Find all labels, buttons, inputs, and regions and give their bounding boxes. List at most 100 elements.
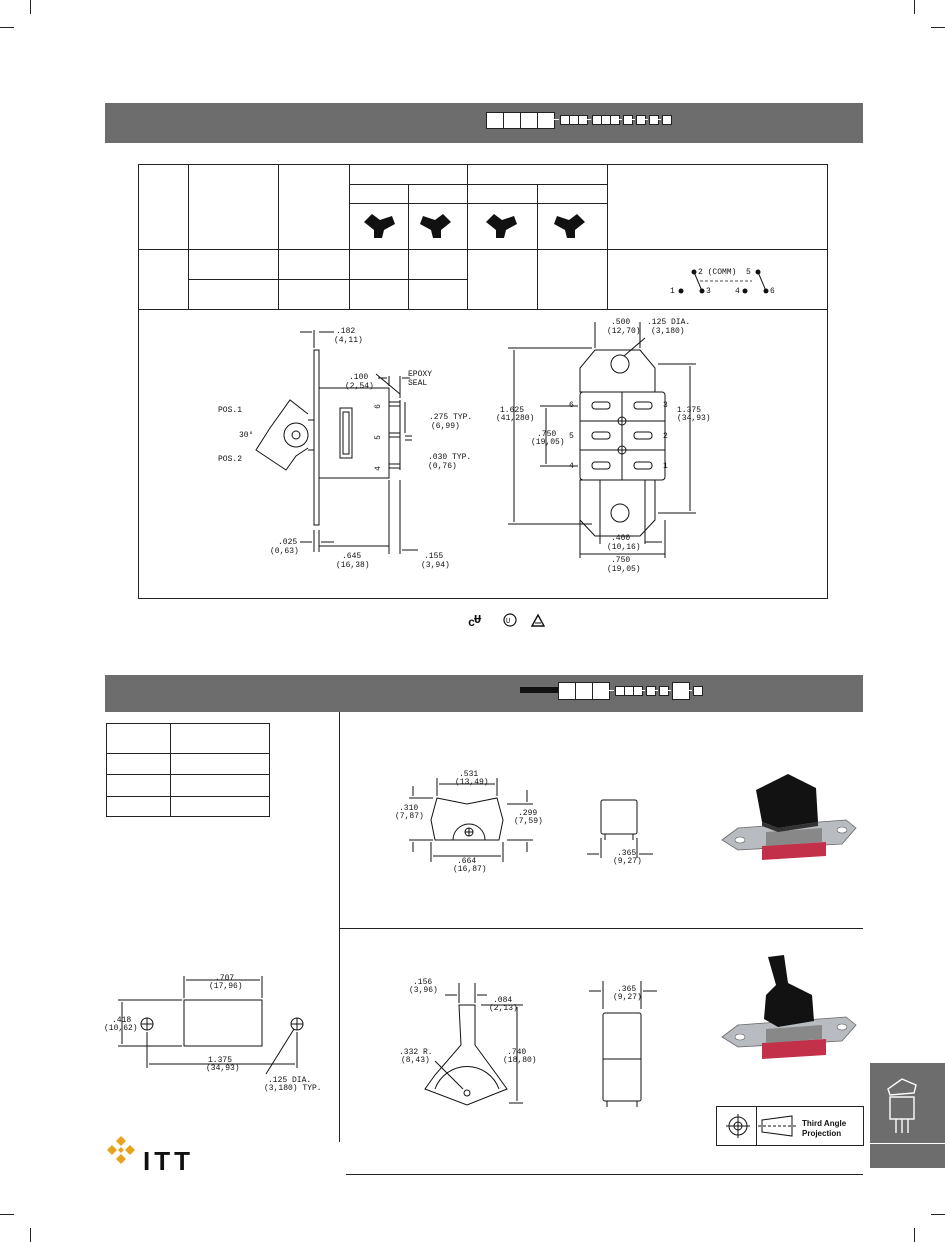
dim-1625-mm: (41,280)	[496, 414, 535, 423]
paddle-switch-photo	[721, 955, 857, 1059]
schematic-6-label: 6	[770, 287, 775, 296]
dim-1375: 1.375	[677, 406, 702, 415]
dim-418-mm: (10,62)	[104, 1024, 138, 1033]
angle-label: 30°	[239, 431, 254, 440]
dim-332-r: .332 R.	[399, 1048, 433, 1057]
dim-1625: 1.625	[500, 406, 525, 415]
table-line	[408, 184, 409, 309]
pos1-label: POS.1	[218, 406, 243, 415]
dim-084: .084	[493, 996, 513, 1005]
dim-156: .156	[413, 978, 433, 987]
schematic-4-label: 4	[735, 287, 740, 296]
rocker-right-icon	[420, 214, 451, 238]
dim-418: .418	[112, 1016, 132, 1025]
panel-cutout-drawing	[118, 976, 304, 1075]
svg-text:Ʉ: Ʉ	[474, 613, 482, 627]
itt-logo-icon	[107, 1136, 135, 1164]
dim-100: .100	[349, 373, 369, 382]
itt-logo-text: ITT	[143, 1146, 194, 1176]
footer-rule	[346, 1174, 863, 1175]
dim-664: .664	[457, 857, 477, 866]
option-table	[106, 723, 270, 817]
side-view-drawing	[255, 330, 418, 554]
spec-frame	[138, 164, 828, 599]
dim-400-mm: (10,16)	[607, 543, 641, 552]
dim-1375-panel-mm: (34,93)	[206, 1064, 240, 1073]
dim-084-mm: (2,13)	[489, 1004, 518, 1013]
dim-310-mm: (7,87)	[395, 812, 424, 821]
paddle-cap-drawing	[424, 983, 523, 1106]
table-line	[467, 164, 468, 309]
dim-332-r-mm: (8,43)	[401, 1056, 430, 1065]
dim-707-mm: (17,96)	[209, 982, 243, 991]
seal-label: SEAL	[408, 379, 428, 388]
dim-400: .400	[611, 534, 631, 543]
dim-275: .275 TYP.	[429, 413, 473, 422]
dim-531: .531	[459, 770, 479, 779]
dim-125-panel-mm: (3,180) TYP.	[264, 1084, 322, 1093]
table-line	[170, 723, 171, 817]
dim-310: .310	[399, 804, 419, 813]
schematic-5-label: 5	[746, 268, 751, 277]
dim-740: .740	[507, 1048, 527, 1057]
terminal-5-label: 5	[373, 435, 383, 440]
pin-3: 3	[663, 401, 668, 410]
projection-line1: Third Angle	[802, 1119, 847, 1128]
table-line	[106, 774, 270, 775]
dim-299-mm: (7,59)	[514, 817, 543, 826]
pin-4: 4	[569, 462, 574, 471]
dim-155: .155	[424, 552, 444, 561]
schematic-3-label: 3	[706, 287, 711, 296]
dim-707: .707	[215, 974, 235, 983]
table-line	[349, 203, 607, 204]
side-tab-divider	[870, 1143, 945, 1144]
dim-1375-panel: 1.375	[208, 1056, 233, 1065]
dim-365-mm: (9,27)	[613, 857, 642, 866]
terminal-6-label: 6	[373, 404, 383, 409]
table-line	[188, 279, 467, 280]
table-line	[106, 796, 270, 797]
dim-100-mm: (2,54)	[345, 382, 374, 391]
projection-line2: Projection	[802, 1129, 842, 1138]
rocker-left-icon	[364, 214, 395, 238]
dim-750b: .750	[611, 556, 631, 565]
table-line	[138, 309, 828, 310]
horizontal-divider	[339, 928, 863, 929]
dim-182: .182	[336, 327, 356, 336]
pin-2: 2	[663, 432, 668, 441]
svg-text:c: c	[468, 616, 475, 630]
crop-mark	[30, 0, 31, 14]
crop-mark	[914, 1228, 915, 1242]
table-line	[607, 164, 608, 309]
crop-mark	[0, 1214, 14, 1215]
crop-mark	[0, 27, 14, 28]
schematic-1-label: 1	[670, 287, 675, 296]
pos2-label: POS.2	[218, 455, 243, 464]
dim-531-mm: (13,49)	[455, 778, 489, 787]
rocker-cap-side-drawing	[587, 799, 653, 858]
section-header-band-2	[105, 675, 863, 712]
rocker-switch-photo	[721, 774, 857, 860]
rocker-cap-drawing	[409, 778, 533, 862]
table-line	[106, 753, 270, 754]
dim-664-mm: (16,87)	[453, 865, 487, 874]
front-view-drawing	[508, 322, 696, 558]
dim-750-mm: (19,05)	[531, 438, 565, 447]
terminal-4-label: 4	[373, 466, 383, 471]
crop-mark	[30, 1228, 31, 1242]
dim-155-mm: (3,94)	[421, 561, 450, 570]
pin-5: 5	[569, 432, 574, 441]
dim-125-dia-mm: (3,180)	[651, 327, 685, 336]
dim-750b-mm: (19,05)	[607, 565, 641, 574]
dim-365-b-mm: (9,27)	[613, 993, 642, 1002]
projection-divider	[756, 1106, 757, 1146]
table-line	[537, 184, 538, 309]
dim-365-b: .365	[617, 985, 637, 994]
third-angle-projection-icon	[726, 1114, 796, 1138]
pin-1: 1	[663, 462, 668, 471]
dim-645-mm: (16,38)	[336, 561, 370, 570]
dim-125-dia: .125 DIA.	[647, 318, 691, 327]
rocker-right-icon	[554, 214, 585, 238]
paddle-cap-side-drawing	[589, 981, 657, 1107]
dim-1375-mm: (34,93)	[677, 414, 711, 423]
